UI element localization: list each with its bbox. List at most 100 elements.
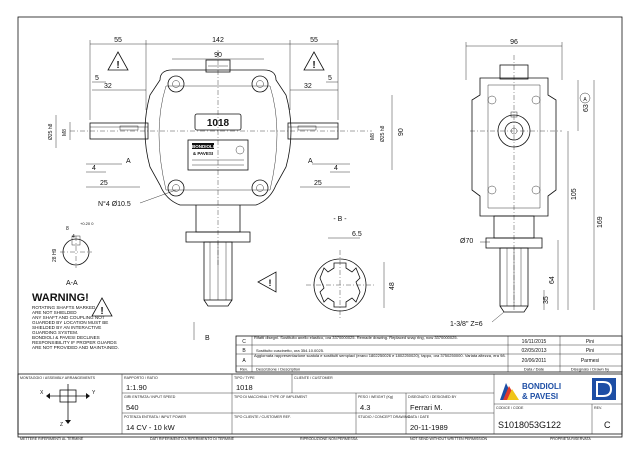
side-dim-35: 35: [543, 296, 550, 304]
rev-b-description: Sostituito cuscinetto, ora 354.10.0025.: [256, 348, 324, 353]
axis-z: Z: [60, 422, 63, 428]
side-dim-63: 63: [583, 104, 590, 112]
b-dim-6-5: 6.5: [352, 231, 362, 238]
bondioli-pavesi-logo: BONDIOLI & PAVESI: [500, 378, 616, 401]
section-b-title: - B -: [333, 216, 347, 223]
section-b: - B - 6.5 48: [306, 216, 396, 318]
side-dim-dia70: Ø70: [460, 238, 473, 245]
warning-line-6: GUARDING SYSTEM.: [32, 330, 78, 335]
dim-25-right: 25: [314, 180, 322, 187]
warning-line-1: ROTATING SHAFTS MARKED: [32, 305, 96, 310]
plate-brand-1: BONDIOLI: [192, 144, 214, 149]
title-block: MONTAGGIO / ASSEMBLY ARRANGEMENTS RAPPOR…: [17, 373, 623, 441]
assembly-axes-icon: X Y Z: [40, 384, 96, 428]
view-b-letter: B: [205, 335, 210, 342]
rev-header-date: Data / Date: [524, 367, 545, 372]
dim-m8-right: M8: [370, 133, 376, 140]
dim-dia25-right: Ø25 h8: [380, 125, 386, 142]
tb-codice-label: CODICE / CODE: [496, 406, 524, 410]
aa-label: A-A: [66, 280, 78, 287]
dim-55-left: 55: [114, 37, 122, 44]
axis-x: X: [40, 390, 44, 396]
warning-line-9: ARE NOT PROVIDED AND MAINTAINED.: [32, 345, 119, 350]
axis-y: Y: [92, 390, 96, 396]
side-dim-96: 96: [510, 39, 518, 46]
tb-data-label: DATA / DATE: [408, 415, 430, 419]
side-dim-105: 105: [571, 188, 578, 200]
rev-header-drawn: Disegnato / Drawn by: [571, 367, 609, 372]
svg-text:!: !: [312, 60, 315, 71]
side-circle-a: A: [583, 97, 587, 103]
dim-4-left: 4: [92, 165, 96, 172]
logo-text-2: & PAVESI: [522, 392, 558, 401]
dim-90-right: 90: [398, 128, 405, 136]
tb-peso-value: 4.3: [360, 403, 370, 412]
side-dim-64: 64: [549, 276, 556, 284]
tb-codice-value: S1018053G122: [498, 420, 561, 430]
rev-b-id: B: [242, 348, 246, 354]
tb-disegnato-value: Ferrari M.: [410, 403, 443, 412]
dim-25-left: 25: [100, 180, 108, 187]
tb-tipo-value: 1018: [236, 383, 253, 392]
rev-b-drawn: Pini: [586, 348, 594, 354]
dim-55-right: 55: [310, 37, 318, 44]
footer-4: NOT SEND WITHOUT WRITTEN PERMISSION: [410, 437, 488, 441]
svg-text:!: !: [100, 306, 103, 317]
dim-4-right: 4: [334, 165, 338, 172]
rev-c-description: Rifatti disegni. Sostituito anello elast…: [254, 336, 458, 340]
tb-tipo-label: TIPO / TYPE: [234, 376, 255, 380]
plate-brand-2: & PAVESI: [193, 151, 213, 156]
svg-text:!: !: [116, 60, 119, 71]
dim-5-left: 5: [95, 75, 99, 82]
tb-studio-label: STUDIO / CONCEPT DRAWING: [358, 415, 411, 419]
warning-line-4: GUARDED BY LOCATION MUST BE: [32, 320, 108, 325]
rev-a-id: A: [242, 358, 246, 364]
front-view-dimensions: 55 142 55 90 5 32 5 32 Ø25 h8 M8 M8 Ø25 …: [48, 37, 405, 208]
warning-triangle-top-right: !: [303, 51, 325, 71]
rev-a-description: Aggiornata rappresentazione scatola e so…: [254, 354, 506, 358]
warning-box: WARNING! ROTATING SHAFTS MARKED ARE NOT …: [32, 292, 119, 350]
plate-number: 1018: [207, 118, 230, 129]
rev-b-date: 02/05/2013: [521, 348, 546, 354]
revision-table: C Rifatti disegni. Sostituito anello ela…: [235, 335, 623, 373]
tb-rapporto-label: RAPPORTO / RATIO: [124, 376, 158, 380]
gearbox-side-view: 96 63 A 105 169 64 35: [450, 39, 604, 328]
warning-triangle-top-left: !: [107, 51, 129, 71]
tb-peso-label: PESO / WEIGHT (Kg): [358, 395, 393, 399]
aa-dim-28: 28 H9: [52, 248, 58, 262]
name-plate: 1018 BONDIOLI & PAVESI: [187, 113, 249, 171]
dim-142: 142: [212, 37, 224, 44]
dim-32-left: 32: [104, 83, 112, 90]
tb-giri-label: GIRI ENTRATA / INPUT SPEED: [124, 395, 176, 399]
warning-line-2: ARE NOT SHIELDED: [32, 310, 77, 315]
dim-5-right: 5: [328, 75, 332, 82]
tb-rapporto-value: 1:1.90: [126, 383, 147, 392]
rev-a-drawn: Parmesi: [581, 358, 599, 364]
gearbox-front-view: [70, 50, 372, 307]
svg-text:!: !: [269, 278, 272, 288]
b-dim-48: 48: [389, 282, 396, 290]
side-dim-169: 169: [597, 216, 604, 228]
rev-a-date: 20/06/2011: [522, 358, 547, 364]
warning-line-7: BONDIOLI & PAVESI DECLINES: [32, 335, 100, 340]
tb-disegnato-label: DISEGNATO / DESIGNED BY: [408, 395, 457, 399]
tb-montaggio-label: MONTAGGIO / ASSEMBLY ARRANGEMENTS: [20, 376, 96, 380]
rev-header-rev: Rev.: [240, 367, 248, 372]
footer-1: METTERE RIFERIMENTI AL TERMINE: [20, 437, 84, 441]
section-a-a: 8 4 +0.20 0 28 H9 A-A: [52, 221, 94, 287]
logo-text-1: BONDIOLI: [522, 382, 561, 391]
rev-c-date: 16/11/2015: [522, 339, 547, 345]
dim-dia25-left: Ø25 h8: [48, 123, 54, 140]
side-spline: 1-3/8" Z=6: [450, 321, 483, 328]
dim-holes: N°4 Ø10.5: [98, 200, 131, 208]
dim-32-right: 32: [304, 83, 312, 90]
warning-line-5: SHIELDED BY AN INTERACTIVE: [32, 325, 101, 330]
footer-5: PROPRIETA RISERVATA: [550, 437, 591, 441]
rev-c-id: C: [242, 339, 246, 345]
tb-potenza-value: 14 CV - 10 kW: [126, 423, 176, 432]
dim-m8-left: M8: [62, 129, 68, 136]
aa-dim-4: 4: [72, 234, 75, 240]
tb-tipo-macchina-label: TIPO DI MACCHINA / TYPE OF IMPLEMENT: [234, 395, 308, 399]
footer-3: RIPRODUZIONE NON PERMESSA: [300, 437, 358, 441]
